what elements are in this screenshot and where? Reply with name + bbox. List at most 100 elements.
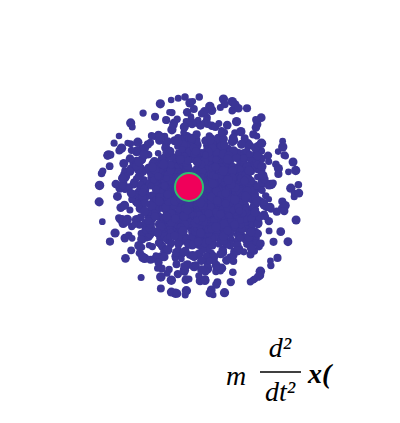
diffusion-dot [284, 237, 293, 246]
diffusion-dot [278, 142, 287, 151]
diffusion-dot [99, 218, 106, 225]
diffusion-dot [164, 245, 173, 254]
diffusion-dot [241, 192, 250, 201]
derivative-denominator: dt² [265, 378, 295, 406]
diffusion-dot [244, 166, 253, 175]
diffusion-dot [99, 167, 106, 174]
diffusion-dot [247, 244, 256, 253]
diffusion-dot [138, 253, 147, 262]
diffusion-dot [95, 197, 104, 206]
diffusion-dot [159, 160, 168, 169]
diffusion-dot [212, 163, 220, 171]
diffusion-dot [247, 228, 255, 236]
diffusion-dot [258, 171, 267, 180]
diffusion-dot [173, 260, 181, 268]
diffusion-dot [236, 207, 243, 214]
diffusion-dot [173, 289, 182, 298]
diffusion-dot [253, 197, 261, 205]
diffusion-dot [165, 147, 174, 156]
brownian-particle [175, 173, 203, 201]
diffusion-dot [211, 222, 220, 231]
diffusion-dot [282, 153, 289, 160]
diffusion-dot [168, 97, 175, 104]
diffusion-dot [276, 227, 285, 236]
diffusion-dot [200, 107, 209, 116]
diffusion-dot [291, 166, 300, 175]
diffusion-dot [170, 232, 179, 241]
diffusion-dot [131, 221, 138, 228]
diffusion-dot [281, 151, 289, 159]
diffusion-dot [232, 117, 241, 126]
diffusion-dot [156, 132, 165, 141]
diffusion-dot [127, 246, 135, 254]
diffusion-dot [128, 147, 135, 154]
diffusion-dot [216, 250, 224, 258]
diffusion-dot [289, 157, 298, 166]
diffusion-dot [162, 212, 171, 221]
diffusion-dot [253, 152, 261, 160]
diffusion-dot [118, 174, 127, 183]
diffusion-dot [213, 196, 222, 205]
diffusion-dot [197, 256, 206, 265]
diffusion-dot [202, 151, 209, 158]
diffusion-dot [243, 104, 251, 112]
diffusion-dot [206, 289, 214, 297]
diffusion-dot [121, 254, 130, 263]
diffusion-dot [155, 239, 162, 246]
diffusion-dot [152, 186, 160, 194]
diffusion-dot [217, 104, 224, 111]
diffusion-dot [171, 214, 179, 222]
diffusion-dot [266, 196, 272, 202]
diffusion-dot [156, 272, 166, 282]
diffusion-dot [265, 158, 272, 165]
diffusion-dot [181, 247, 190, 256]
diffusion-dot [295, 189, 304, 198]
diffusion-dot [117, 143, 126, 152]
diffusion-dot [156, 99, 165, 108]
diffusion-dot [176, 155, 185, 164]
diffusion-dot [166, 109, 172, 115]
diffusion-dot [221, 199, 229, 207]
diffusion-dot [250, 277, 257, 284]
diffusion-dot [155, 133, 164, 142]
diffusion-dot [151, 113, 159, 121]
diffusion-dot [141, 199, 149, 207]
diffusion-dot [149, 243, 156, 250]
diffusion-dot [164, 191, 172, 199]
diffusion-dot [192, 147, 200, 155]
diffusion-dot [168, 161, 175, 168]
diffusion-dot [220, 288, 229, 297]
diffusion-dot [269, 238, 277, 246]
diffusion-dot [138, 252, 146, 260]
diffusion-dot [167, 148, 174, 155]
diffusion-dot [139, 188, 147, 196]
diffusion-dot [218, 129, 225, 136]
diffusion-dot [223, 155, 232, 164]
diffusion-dot [181, 93, 188, 100]
diffusion-dot [163, 117, 170, 124]
diffusion-dot [194, 237, 202, 245]
diffusion-dot [174, 137, 183, 146]
fraction-bar [260, 371, 301, 373]
diffusion-dot [127, 189, 136, 198]
diffusion-dot [106, 237, 114, 245]
diffusion-dot [139, 109, 146, 116]
diffusion-dot [175, 95, 182, 102]
diffusion-dot [250, 208, 259, 217]
diffusion-dot [228, 137, 237, 146]
diffusion-dot [213, 156, 220, 163]
diffusion-dot [180, 248, 188, 256]
diffusion-dot [274, 170, 282, 178]
diffusion-dot [221, 189, 230, 198]
diffusion-dot [266, 227, 273, 234]
diffusion-dot [180, 122, 189, 131]
diffusion-dot [201, 275, 209, 283]
diffusion-dot [240, 176, 248, 184]
diffusion-dot [155, 197, 163, 205]
diffusion-dot [257, 239, 265, 247]
diffusion-dot [126, 154, 135, 163]
diffusion-dot [212, 281, 220, 289]
diffusion-dot [237, 140, 246, 149]
position-function: x( [308, 360, 331, 388]
diffusion-dot [127, 140, 134, 147]
